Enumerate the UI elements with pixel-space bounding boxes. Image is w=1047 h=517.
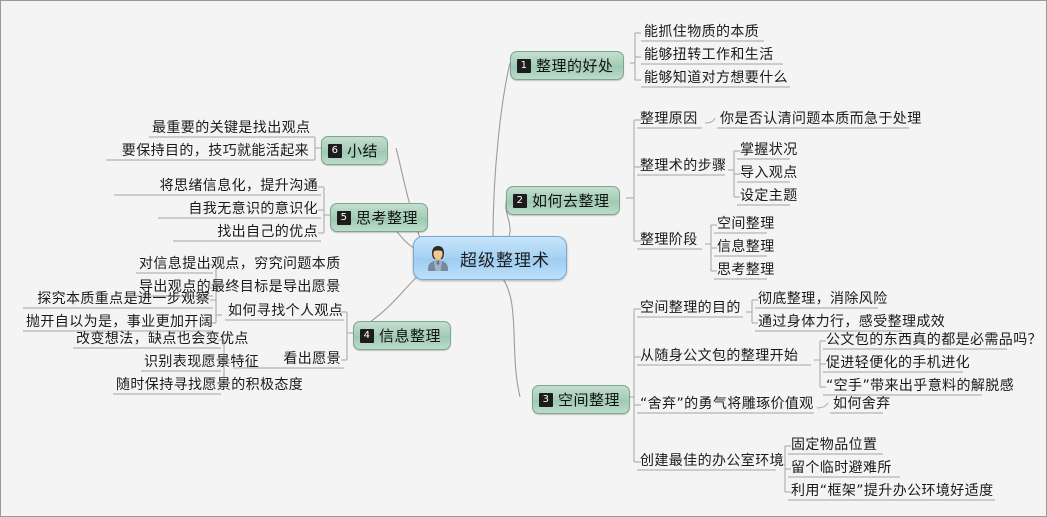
leaf-node[interactable]: 自我无意识的意识化 xyxy=(188,201,318,217)
branch-label-5: 思考整理 xyxy=(356,209,419,227)
branch-node-1[interactable]: 1 整理的好处 xyxy=(510,51,624,80)
leaf-node[interactable]: 能够知道对方想要什么 xyxy=(644,70,788,86)
leaf-node[interactable]: 设定主题 xyxy=(740,188,798,204)
leaf-node[interactable]: 随时保持寻找愿景的积极态度 xyxy=(116,377,304,393)
branch-label-3: 空间整理 xyxy=(558,391,621,409)
leaf-node[interactable]: 通过身体力行，感受整理成效 xyxy=(758,314,946,330)
leaf-node[interactable]: 抛开自以为是，事业更加开阔 xyxy=(26,314,214,330)
branch-badge-1: 1 xyxy=(517,58,531,73)
leaf-node[interactable]: 能够扭转工作和生活 xyxy=(644,47,774,63)
leaf-node[interactable]: 改变想法，缺点也会变优点 xyxy=(76,331,249,347)
leaf-node[interactable]: 导入观点 xyxy=(740,165,798,181)
leaf-node[interactable]: 掌握状况 xyxy=(740,142,798,158)
leaf-node[interactable]: 你是否认清问题本质而急于处理 xyxy=(720,111,922,127)
subtopic-node[interactable]: 整理原因 xyxy=(640,111,698,127)
leaf-node[interactable]: 促进轻便化的手机进化 xyxy=(826,355,970,371)
branch-label-6: 小结 xyxy=(347,142,379,160)
leaf-node[interactable]: 识别表现愿景特征 xyxy=(144,354,260,370)
leaf-node[interactable]: 对信息提出观点，穷究问题本质 xyxy=(139,256,341,272)
root-node[interactable]: 超级整理术 xyxy=(413,236,567,280)
root-label: 超级整理术 xyxy=(460,250,550,271)
leaf-node[interactable]: 固定物品位置 xyxy=(791,437,878,453)
branch-badge-6: 6 xyxy=(328,143,342,158)
branch-badge-4: 4 xyxy=(360,328,374,343)
branch-node-3[interactable]: 3 空间整理 xyxy=(532,385,631,414)
person-avatar-icon xyxy=(428,246,448,271)
branch-label-2: 如何去整理 xyxy=(532,192,610,210)
leaf-node[interactable]: 公文包的东西真的都是必需品吗？ xyxy=(826,332,1042,348)
branch-node-6[interactable]: 6 小结 xyxy=(321,136,389,165)
leaf-node[interactable]: 如何舍弃 xyxy=(833,396,891,412)
subtopic-node[interactable]: “舍弃”的勇气将雕琢价值观 xyxy=(640,396,814,412)
branch-label-4: 信息整理 xyxy=(379,327,442,345)
leaf-node[interactable]: 信息整理 xyxy=(717,239,775,255)
branch-node-2[interactable]: 2 如何去整理 xyxy=(506,186,620,215)
leaf-node[interactable]: 彻底整理，消除风险 xyxy=(758,291,888,307)
leaf-node[interactable]: 探究本质重点是进一步观察 xyxy=(37,291,210,307)
subtopic-node[interactable]: 空间整理的目的 xyxy=(640,300,741,316)
branch-badge-3: 3 xyxy=(539,392,553,407)
leaf-node[interactable]: 空间整理 xyxy=(717,216,775,232)
subtopic-node[interactable]: 从随身公文包的整理开始 xyxy=(640,348,799,364)
branch-badge-5: 5 xyxy=(337,210,351,225)
leaf-node[interactable]: 导出观点的最终目标是导出愿景 xyxy=(139,279,341,295)
branch-node-5[interactable]: 5 思考整理 xyxy=(330,203,429,232)
leaf-node[interactable]: “空手”带来出乎意料的解脱感 xyxy=(826,378,1015,394)
leaf-node[interactable]: 最重要的关键是找出观点 xyxy=(152,120,311,136)
branch-node-4[interactable]: 4 信息整理 xyxy=(353,321,452,350)
subtopic-node[interactable]: 整理术的步骤 xyxy=(640,158,727,174)
subtopic-node[interactable]: 如何寻找个人观点 xyxy=(228,303,344,319)
leaf-node[interactable]: 思考整理 xyxy=(717,262,775,278)
leaf-node[interactable]: 要保持目的，技巧就能活起来 xyxy=(121,143,309,159)
leaf-node[interactable]: 利用“框架”提升办公环境好适度 xyxy=(791,483,994,499)
subtopic-node[interactable]: 创建最佳的办公室环境 xyxy=(640,453,784,469)
branch-badge-2: 2 xyxy=(513,193,527,208)
leaf-node[interactable]: 找出自己的优点 xyxy=(217,224,318,240)
leaf-node[interactable]: 将思绪信息化，提升沟通 xyxy=(159,178,318,194)
subtopic-node[interactable]: 整理阶段 xyxy=(640,232,698,248)
leaf-node[interactable]: 留个临时避难所 xyxy=(791,460,892,476)
branch-label-1: 整理的好处 xyxy=(536,57,614,75)
leaf-node[interactable]: 能抓住物质的本质 xyxy=(644,24,760,40)
subtopic-node[interactable]: 看出愿景 xyxy=(283,351,341,367)
